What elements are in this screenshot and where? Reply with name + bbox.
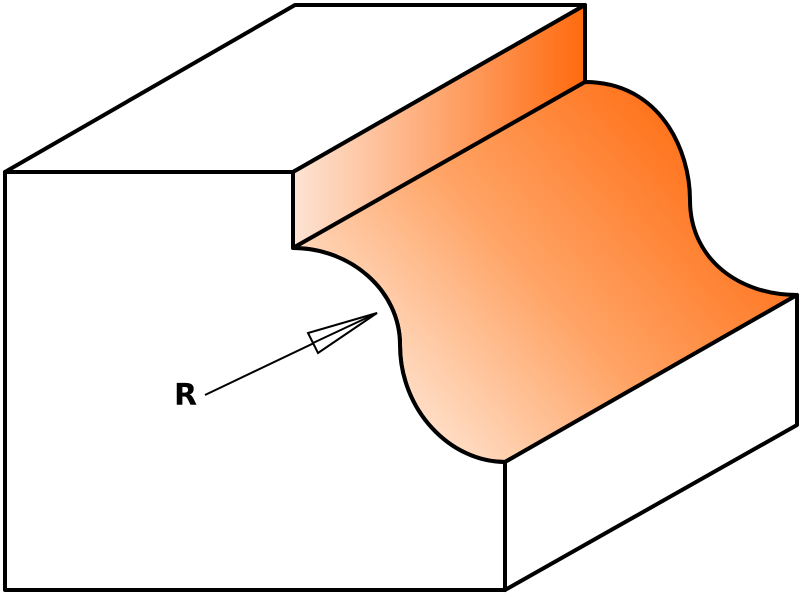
front-face	[3, 170, 507, 592]
radius-label: R	[174, 378, 198, 413]
radius-arrow	[204, 312, 378, 396]
right-face	[503, 293, 799, 592]
